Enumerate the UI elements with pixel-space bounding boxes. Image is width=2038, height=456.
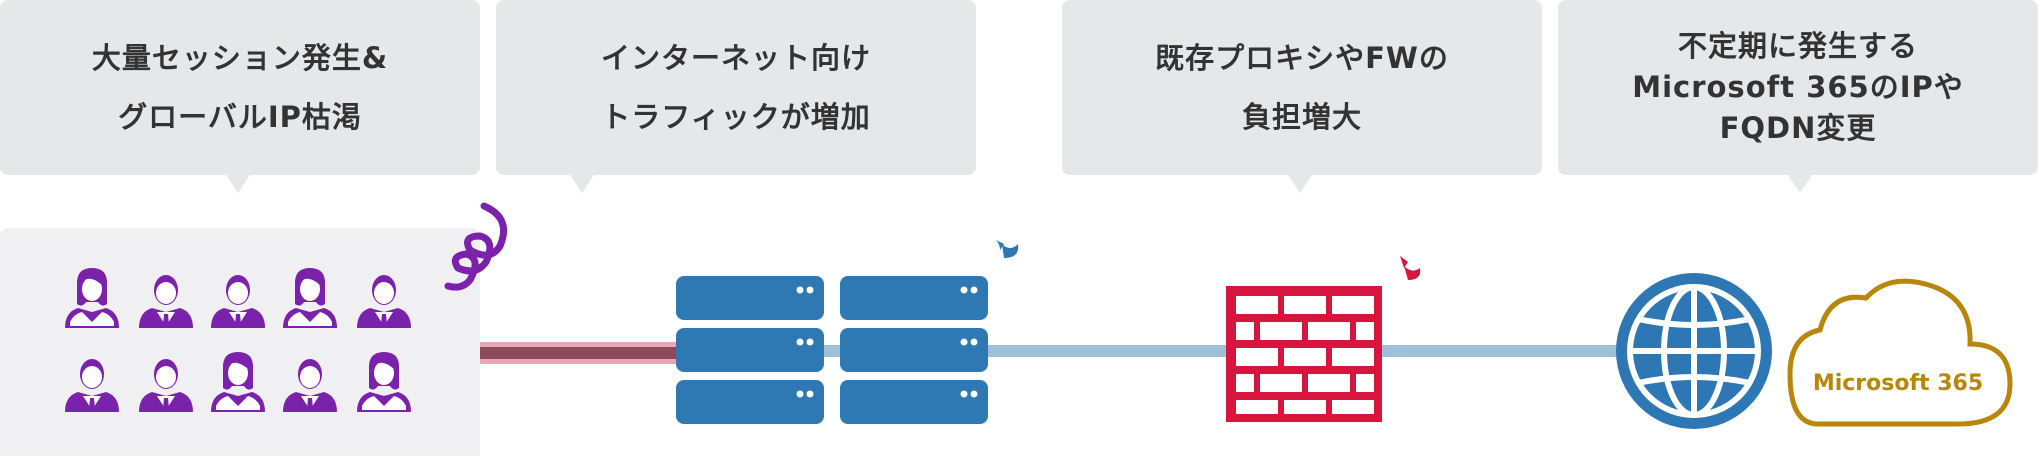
callout-line: インターネット向け — [600, 40, 871, 75]
male-user-icon — [139, 275, 193, 328]
female-user-icon — [283, 268, 337, 328]
female-user-icon — [211, 352, 265, 412]
users-group — [65, 268, 411, 412]
callout-line: グローバルIP枯渇 — [118, 99, 362, 134]
globe-icon — [1616, 273, 1772, 429]
callout-line: Microsoft 365のIPや — [1632, 70, 1964, 104]
callout-line: 不定期に発生する — [1677, 29, 1918, 63]
male-user-icon — [283, 359, 337, 412]
callout-line: トラフィックが増加 — [601, 99, 871, 134]
callout-line: 負担増大 — [1241, 99, 1362, 134]
callout-line: 既存プロキシやFWの — [1155, 40, 1449, 75]
firewall-icon — [1226, 286, 1382, 422]
male-user-icon — [65, 359, 119, 412]
callout-proxy-load: 既存プロキシやFWの 負担増大 — [1062, 0, 1542, 193]
link-server-firewall — [986, 345, 1226, 357]
male-user-icon — [357, 275, 411, 328]
male-user-icon — [211, 275, 265, 328]
cloud-icon — [1787, 278, 2013, 427]
male-user-icon — [139, 359, 193, 412]
callout-ip-fqdn-changes: 不定期に発生する Microsoft 365のIPや FQDN変更 — [1558, 0, 2038, 193]
callout-line: 大量セッション発生& — [91, 40, 389, 75]
congested-link — [480, 347, 680, 359]
link-firewall-globe — [1382, 345, 1618, 357]
cloud-label: Microsoft 365 — [1813, 371, 1983, 396]
callout-line: FQDN変更 — [1719, 111, 1877, 145]
link-server-gap — [820, 345, 842, 357]
sweat-drop-icon — [1400, 256, 1421, 280]
female-user-icon — [357, 352, 411, 412]
users-panel — [0, 228, 480, 456]
callout-traffic-increase: インターネット向け トラフィックが増加 — [496, 0, 976, 193]
female-user-icon — [65, 268, 119, 328]
sweat-drop-icon — [996, 240, 1019, 258]
spring-icon — [444, 202, 507, 291]
callout-session-exhaustion: 大量セッション発生& グローバルIP枯渇 — [0, 0, 480, 193]
